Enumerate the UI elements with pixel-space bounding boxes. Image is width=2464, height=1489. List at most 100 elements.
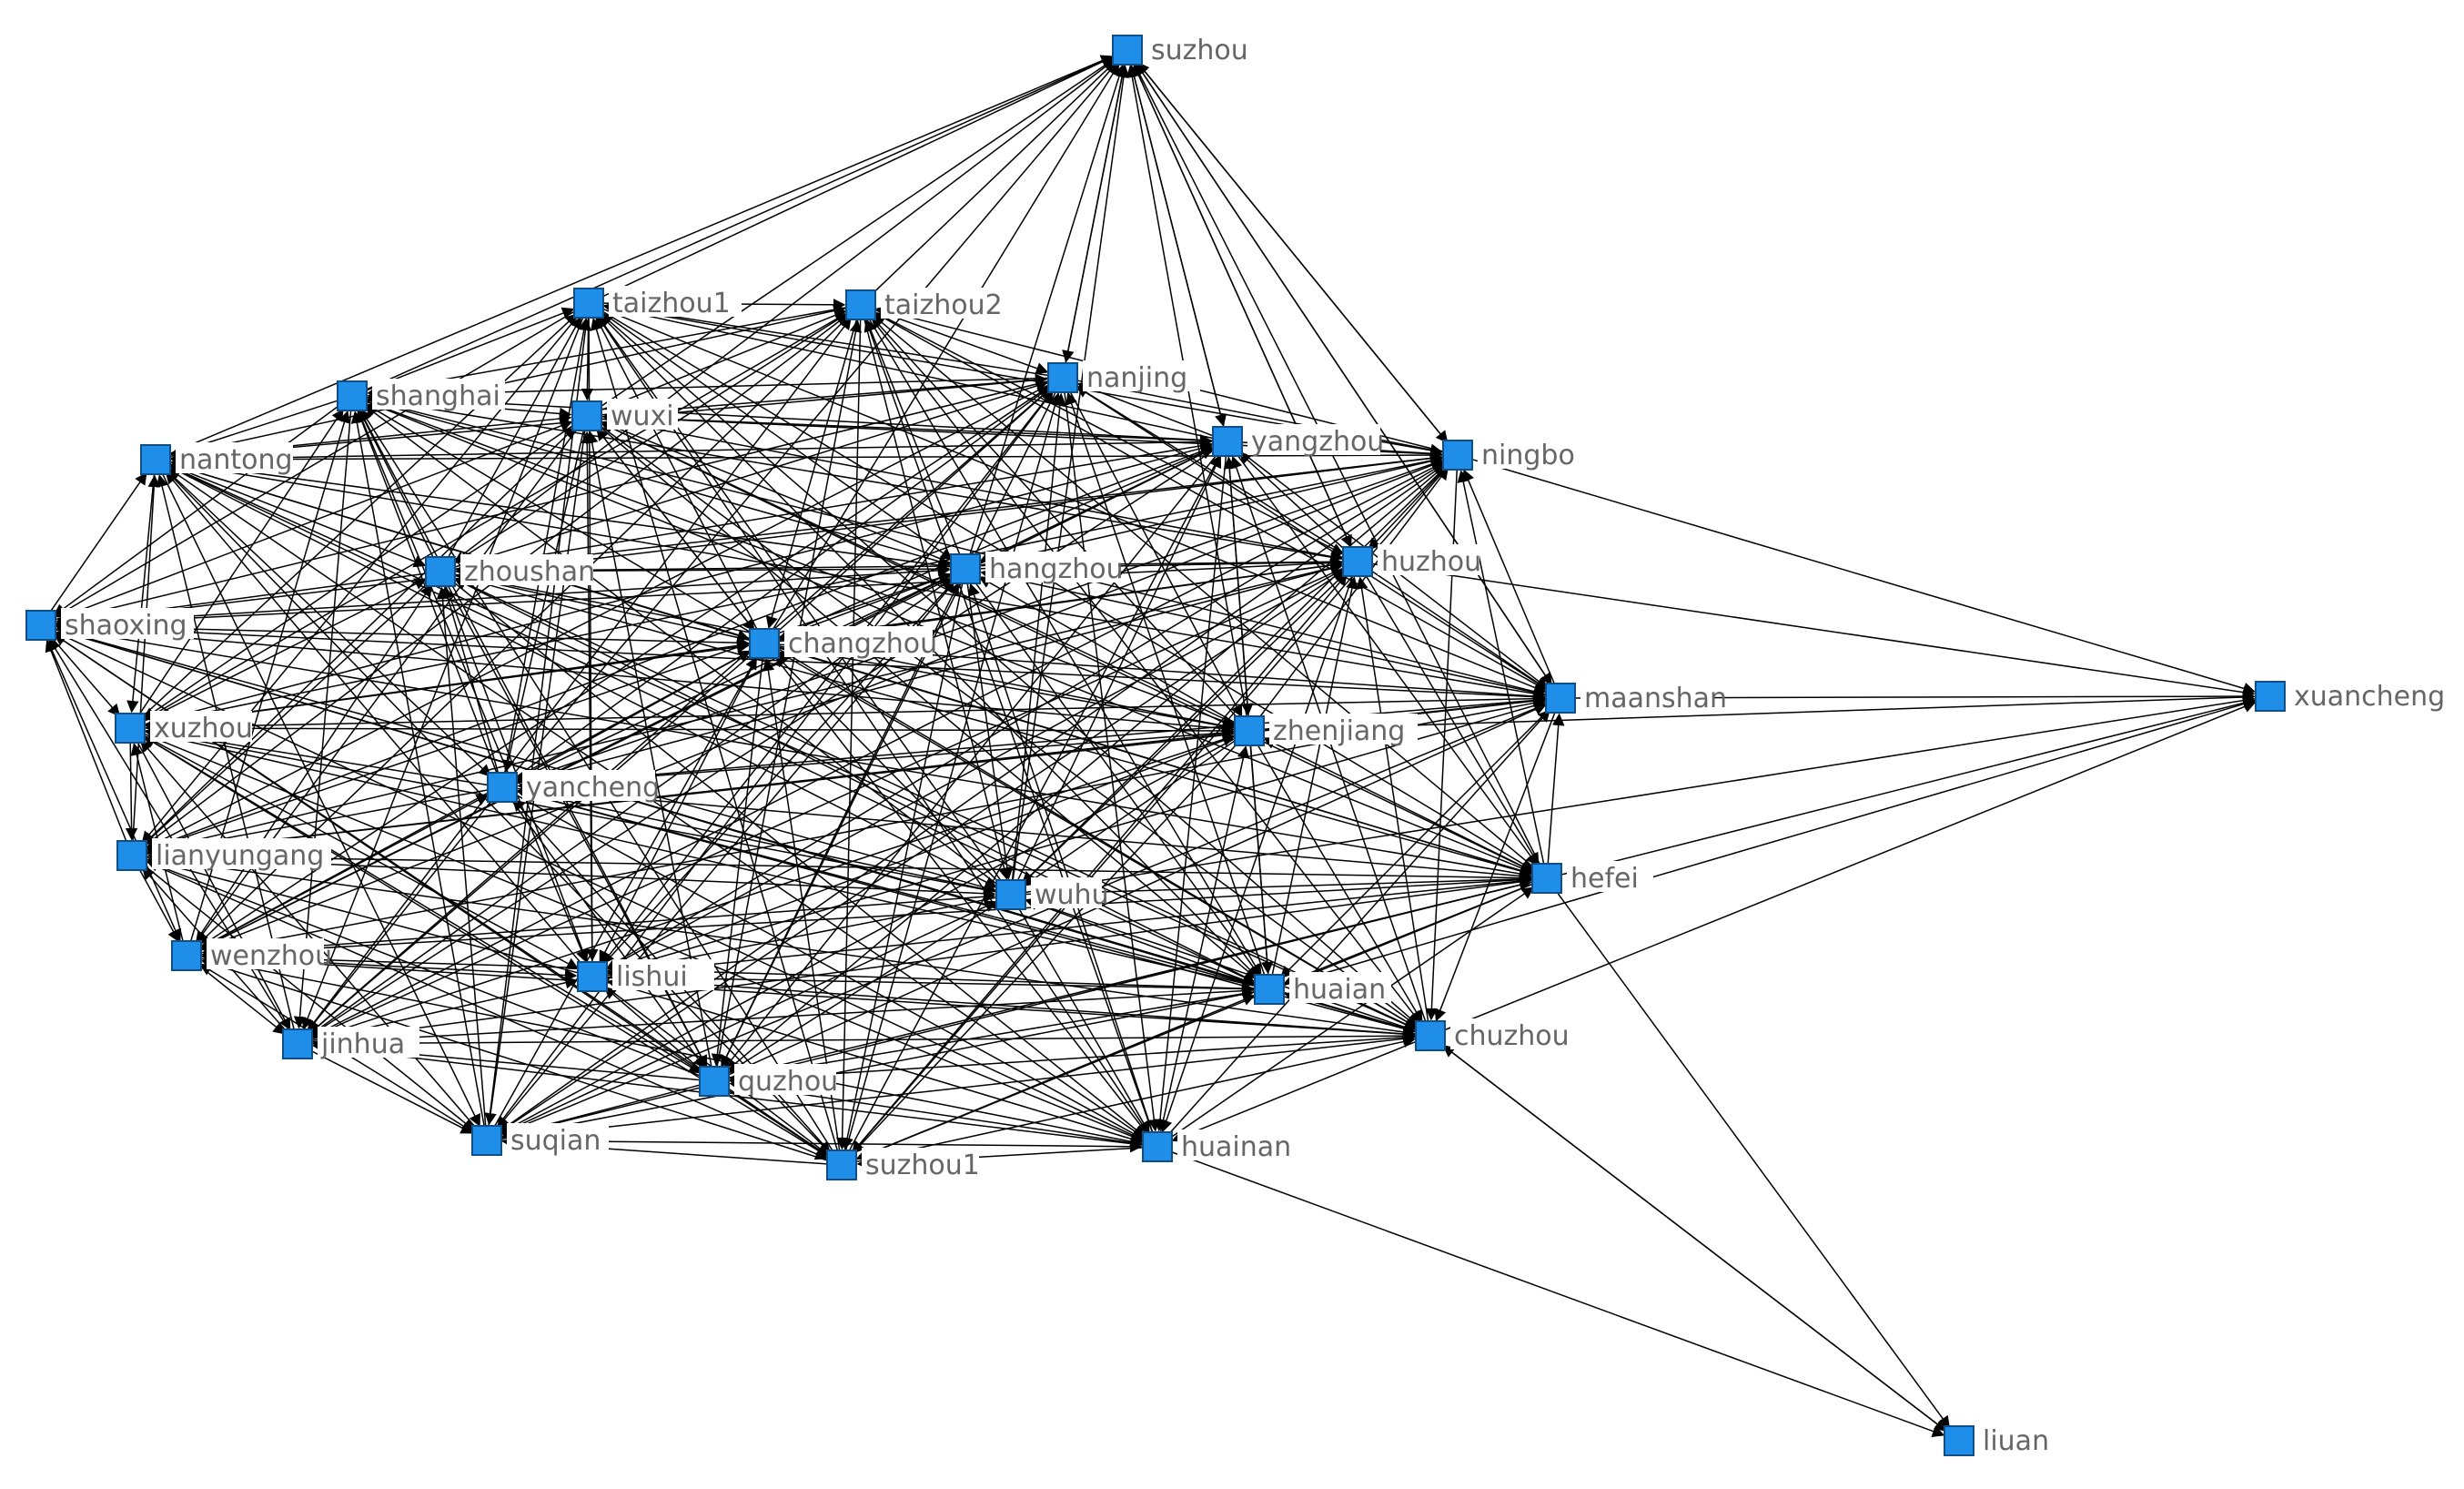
- node-maanshan[interactable]: maanshan: [1545, 681, 1727, 714]
- node-square-icon: [1342, 546, 1373, 577]
- node-yancheng[interactable]: yancheng: [487, 770, 660, 804]
- node-hefei[interactable]: hefei: [1531, 861, 1653, 895]
- node-xuzhou[interactable]: xuzhou: [115, 711, 253, 744]
- node-shanghai[interactable]: shanghai: [337, 379, 505, 412]
- node-hangzhou[interactable]: hangzhou: [950, 552, 1124, 585]
- node-label: chuzhou: [1454, 1020, 1570, 1052]
- edge-suzhou1-to-huzhou: [850, 572, 1348, 1155]
- node-taizhou1[interactable]: taizhou1: [573, 286, 742, 319]
- edge-suqian-to-xuzhou: [139, 739, 479, 1130]
- edge-hangzhou-to-huaian: [973, 580, 1261, 977]
- edge-shanghai-to-shaoxing: [53, 403, 341, 617]
- node-huaian[interactable]: huaian: [1254, 972, 1391, 1006]
- edge-chuzhou-to-huainan: [1171, 1040, 1418, 1142]
- node-yangzhou[interactable]: yangzhou: [1212, 424, 1384, 458]
- edge-changzhou-to-nanjing: [774, 388, 1052, 634]
- edge-yancheng-to-nanjing: [513, 386, 1051, 780]
- edge-nantong-to-zhoushan: [168, 464, 427, 568]
- node-suzhou[interactable]: suzhou: [1112, 33, 1249, 66]
- node-ningbo[interactable]: ningbo: [1442, 438, 1580, 471]
- node-square-icon: [116, 840, 147, 871]
- edge-shaoxing-to-ningbo: [55, 451, 1443, 624]
- node-xuancheng[interactable]: xuancheng: [2255, 679, 2445, 713]
- edge-suqian-to-wuhu: [500, 900, 997, 1135]
- node-changzhou[interactable]: changzhou: [749, 626, 937, 660]
- node-square-icon: [826, 1150, 857, 1180]
- node-label-background: [507, 1123, 609, 1154]
- node-wuxi[interactable]: wuxi: [571, 399, 678, 432]
- edge-suqian-to-chuzhou: [500, 1032, 1416, 1140]
- node-wuhu[interactable]: wuhu: [995, 877, 1109, 911]
- node-label: shanghai: [376, 380, 500, 412]
- edge-taizhou2-to-nanjing: [874, 309, 1049, 375]
- node-zhenjiang[interactable]: zhenjiang: [1234, 714, 1418, 747]
- node-lishui[interactable]: lishui: [577, 959, 714, 993]
- node-label: wuhu: [1035, 879, 1109, 911]
- edge-wuhu-to-changzhou: [774, 653, 1002, 886]
- edge-wuhu-to-nanjing: [1011, 392, 1066, 881]
- edge-xuzhou-to-lishui: [142, 734, 580, 970]
- edge-lianyungang-to-chuzhou: [146, 856, 1416, 1038]
- edge-suzhou1-to-chuzhou: [855, 1035, 1416, 1163]
- edge-zhoushan-to-lianyungang: [143, 581, 430, 846]
- edge-huaian-to-xuzhou: [145, 728, 1256, 988]
- edge-shanghai-to-hefei: [365, 400, 1533, 874]
- node-chuzhou[interactable]: chuzhou: [1415, 1018, 1570, 1052]
- edge-maanshan-to-nantong: [170, 458, 1547, 697]
- node-zhoushan[interactable]: zhoushan: [425, 554, 595, 588]
- node-quzhou[interactable]: quzhou: [699, 1064, 838, 1098]
- node-shaoxing[interactable]: shaoxing: [25, 608, 194, 642]
- edge-nanjing-to-lianyungang: [145, 383, 1051, 849]
- node-lianyungang[interactable]: lianyungang: [116, 838, 331, 872]
- edge-changzhou-to-zhoushan: [455, 571, 751, 642]
- edge-nantong-to-xuzhou: [126, 473, 156, 714]
- node-taizhou2[interactable]: taizhou2: [845, 288, 1014, 321]
- edge-zhoushan-to-shanghai: [358, 409, 435, 560]
- node-huzhou[interactable]: huzhou: [1342, 544, 1481, 578]
- edge-jinhua-to-hefei: [311, 876, 1532, 1043]
- node-label-background: [1567, 861, 1653, 892]
- edge-chuzhou-to-shanghai: [365, 403, 1419, 1029]
- edge-zhenjiang-to-suzhou1: [852, 741, 1240, 1154]
- node-label: changzhou: [788, 628, 937, 660]
- node-label: quzhou: [738, 1066, 838, 1098]
- node-label: hefei: [1570, 863, 1639, 895]
- edge-zhoushan-to-yangzhou: [454, 440, 1213, 571]
- node-label: lishui: [616, 961, 688, 993]
- edge-shaoxing-to-hangzhou: [55, 564, 951, 625]
- edge-suzhou-to-huzhou: [1132, 63, 1352, 548]
- node-liuan[interactable]: liuan: [1944, 1423, 2065, 1457]
- node-label-background: [734, 1064, 836, 1095]
- edge-wuxi-to-chuzhou: [598, 423, 1419, 1028]
- edge-chuzhou-to-huzhou: [1355, 576, 1429, 1022]
- edge-wuxi-to-xuzhou: [142, 423, 576, 720]
- edge-wuhu-to-yangzhou: [1016, 455, 1222, 882]
- node-square-icon: [1112, 35, 1143, 66]
- edge-zhoushan-to-hefei: [454, 574, 1532, 877]
- edge-suzhou-to-ningbo: [1136, 60, 1449, 444]
- edge-suzhou-to-maanshan: [1135, 61, 1552, 686]
- node-wenzhou[interactable]: wenzhou: [171, 938, 332, 972]
- node-huainan[interactable]: huainan: [1142, 1129, 1295, 1163]
- node-label: suzhou: [1151, 35, 1248, 66]
- edge-yancheng-to-taizhou1: [504, 318, 591, 774]
- node-nantong[interactable]: nantong: [140, 442, 293, 476]
- node-label-background: [2290, 679, 2439, 710]
- edge-nantong-to-chuzhou: [168, 464, 1417, 1030]
- edge-lianyungang-to-suqian: [143, 864, 476, 1131]
- edge-yancheng-to-huzhou: [516, 562, 1343, 785]
- node-suqian[interactable]: suqian: [471, 1123, 609, 1157]
- edge-wuhu-to-xuancheng: [1025, 694, 2256, 894]
- edge-zhoushan-to-huainan: [451, 580, 1146, 1138]
- node-square-icon: [995, 879, 1026, 910]
- edge-hefei-to-wenzhou: [201, 878, 1533, 961]
- node-label-background: [1979, 1423, 2065, 1454]
- node-jinhua[interactable]: jinhua: [282, 1027, 419, 1060]
- edge-lianyungang-to-zhenjiang: [146, 727, 1235, 855]
- edge-huzhou-to-lianyungang: [146, 564, 1344, 856]
- node-suzhou1[interactable]: suzhou1: [826, 1148, 980, 1181]
- edge-lianyungang-to-shaoxing: [45, 639, 127, 843]
- node-nanjing[interactable]: nanjing: [1047, 360, 1200, 394]
- node-label-background: [372, 379, 505, 410]
- node-label-background: [1083, 360, 1200, 391]
